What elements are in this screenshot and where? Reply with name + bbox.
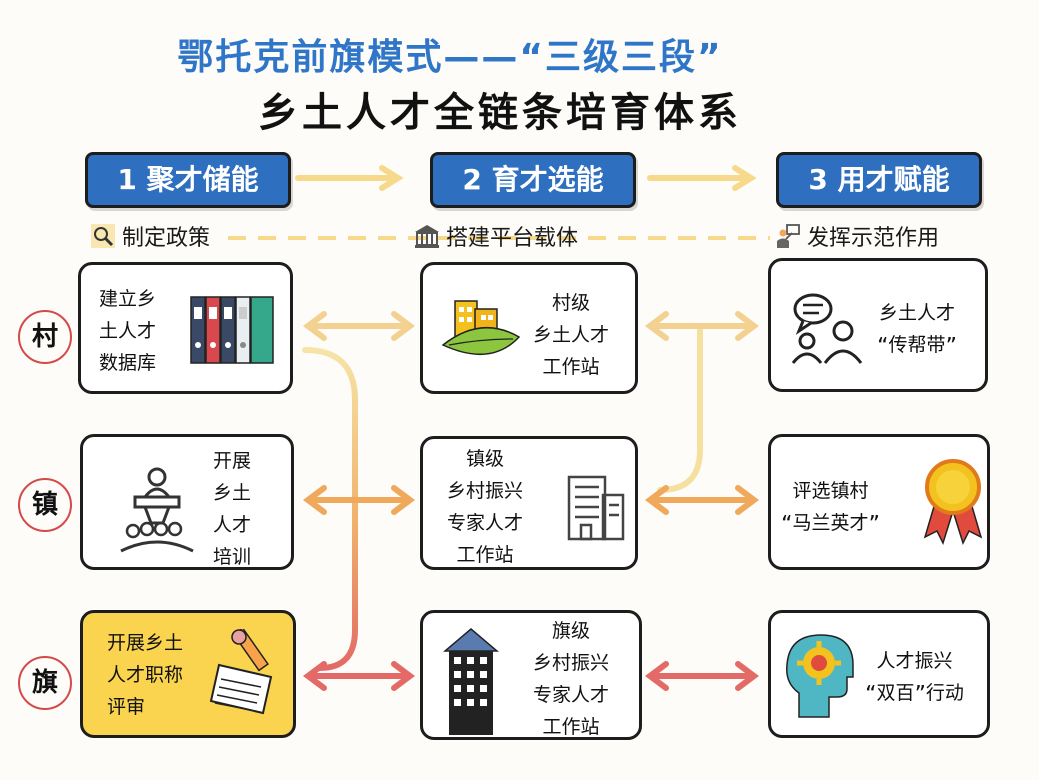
lecture-icon (117, 467, 197, 557)
stage-arrow-1 (295, 165, 404, 191)
stage-arrow-2 (647, 165, 757, 191)
stage-1-sublabel: 制定政策 (90, 220, 210, 252)
buildings-leaf-icon (441, 295, 521, 369)
level-village: 村 (18, 310, 72, 364)
right-vertical-connector (657, 327, 703, 493)
title-line-1: 鄂托克前旗模式——“三级三段” (177, 37, 723, 78)
building-icon (414, 223, 440, 249)
head-gear-icon (783, 631, 857, 723)
presenter-icon (775, 223, 801, 249)
row1-arrow-left (303, 311, 415, 341)
card-text: 评选镇村 “马兰英才” (781, 480, 880, 534)
stage-2-header: 2 育才选能 (430, 152, 636, 208)
card-banner-double-hundred: 人才振兴 “双百”行动 (768, 610, 990, 738)
medal-icon (921, 459, 985, 549)
row3-arrow-left (303, 661, 415, 691)
card-text: 人才振兴 “双百”行动 (865, 650, 964, 704)
stage-2-sublabel: 搭建平台载体 (414, 220, 578, 252)
level-town: 镇 (18, 478, 72, 532)
people-chat-icon (789, 289, 863, 369)
magnifier-icon (90, 223, 116, 249)
row2-arrow-left (303, 485, 415, 515)
office-building-icon (565, 473, 625, 545)
card-text: 村级 乡土人才 工作站 (533, 292, 610, 378)
card-village-mentorship: 乡土人才 “传帮带” (768, 258, 988, 392)
stage-3-header: 3 用才赋能 (776, 152, 982, 208)
card-text: 开展乡土 人才职称 评审 (107, 632, 184, 718)
card-text: 建立乡 土人才 数据库 (99, 288, 157, 374)
card-banner-workstation: 旗级 乡村振兴 专家人才 工作站 (420, 610, 642, 740)
pen-paper-icon (209, 627, 289, 721)
stage-2-sublabel-text: 搭建平台载体 (446, 226, 579, 251)
card-village-database: 建立乡 土人才 数据库 (78, 262, 293, 394)
card-text: 镇级 乡村振兴 专家人才 工作站 (447, 448, 524, 566)
stage-1-header: 1 聚才储能 (85, 152, 291, 208)
card-text: 乡土人才 “传帮带” (877, 302, 957, 356)
title-line-2: 乡土人才全链条培育体系 (258, 90, 742, 136)
card-village-workstation: 村级 乡土人才 工作站 (420, 262, 638, 394)
card-town-talent-award: 评选镇村 “马兰英才” (768, 434, 990, 570)
card-town-workstation: 镇级 乡村振兴 专家人才 工作站 (420, 436, 638, 570)
row1-arrow-right (645, 311, 759, 341)
row3-arrow-right (645, 661, 759, 691)
stage-1-sublabel-text: 制定政策 (122, 226, 211, 251)
binders-icon (189, 295, 275, 369)
stage-3-sublabel: 发挥示范作用 (775, 220, 939, 252)
card-text: 开展 乡土 人才 培训 (213, 450, 252, 568)
tower-building-icon (442, 627, 500, 741)
card-town-training: 开展 乡土 人才 培训 (80, 434, 294, 570)
level-banner: 旗 (18, 656, 72, 710)
left-vertical-connector (302, 347, 358, 671)
card-text: 旗级 乡村振兴 专家人才 工作站 (533, 620, 610, 738)
stage-3-sublabel-text: 发挥示范作用 (807, 226, 940, 251)
row2-arrow-right (645, 485, 759, 515)
card-banner-title-review: 开展乡土 人才职称 评审 (80, 610, 296, 738)
